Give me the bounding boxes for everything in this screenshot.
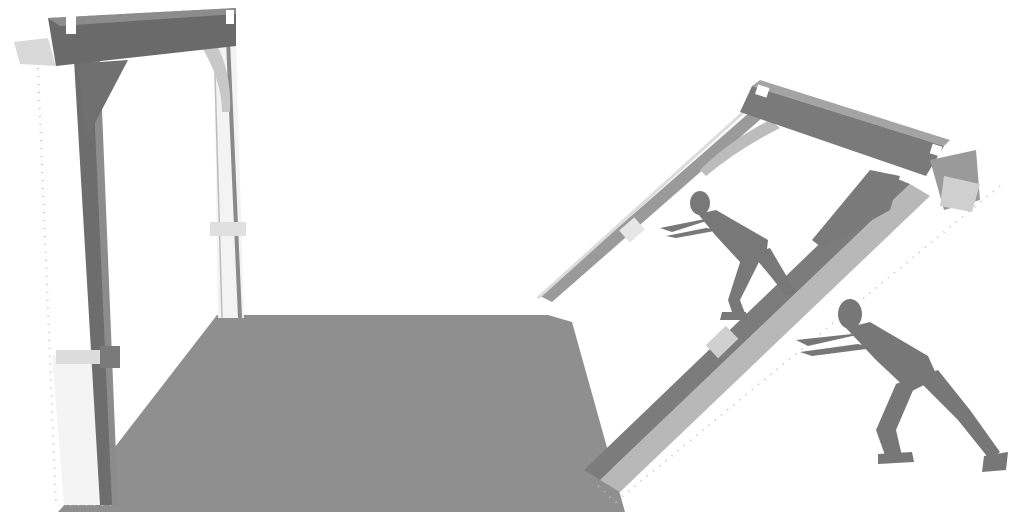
top-beam-end-left: [14, 38, 56, 66]
person-lower: [796, 299, 1008, 472]
right-column-bracket: [210, 222, 246, 236]
top-beam-cap-right: [226, 10, 234, 24]
tilting-frame-outline: [598, 186, 1000, 506]
left-knee-brace: [78, 60, 128, 140]
floor-slab: [58, 315, 625, 512]
top-beam-cap: [66, 14, 76, 34]
left-column-bracket-dark: [100, 346, 120, 368]
tilting-portal-frame: [538, 80, 1000, 506]
upper-tilted-column: [540, 112, 762, 302]
